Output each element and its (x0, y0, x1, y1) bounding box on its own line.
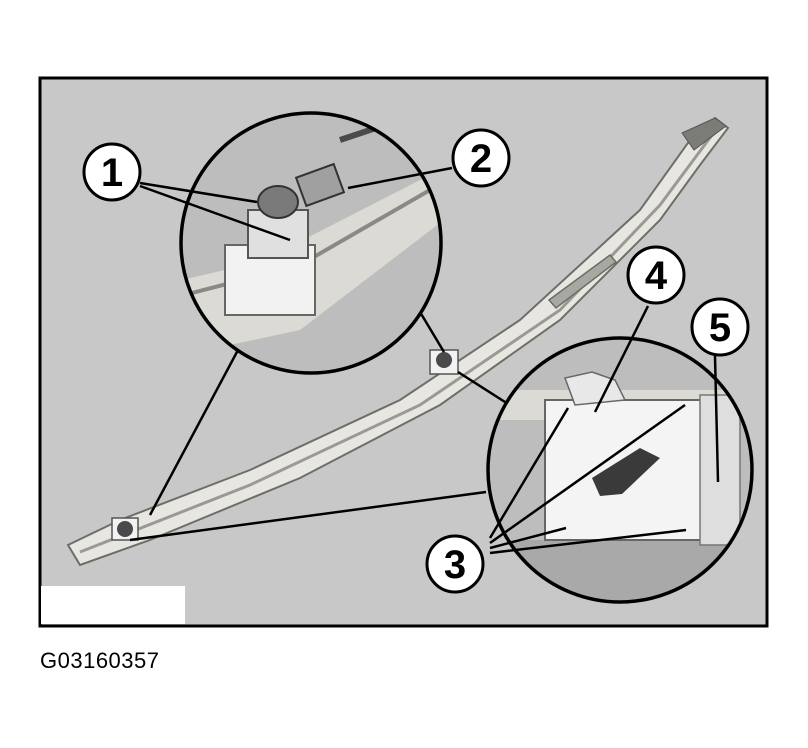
callout-5-label: 5 (709, 306, 731, 350)
callout-1-label: 1 (101, 151, 123, 195)
callout-5: 5 (690, 297, 750, 357)
strip-clip-upper (429, 349, 459, 375)
callout-2-label: 2 (470, 137, 492, 181)
figure-code: G03160357 (40, 648, 160, 673)
callout-4-label: 4 (645, 254, 668, 298)
callout-4: 4 (626, 245, 686, 305)
magnifier-connectors (129, 311, 506, 542)
callout-3: 3 (425, 534, 485, 594)
strip-clip-lower (111, 517, 139, 541)
caption-label-blank (41, 586, 185, 624)
leader-lines (139, 166, 720, 555)
detail-circle-upper (179, 111, 443, 375)
callout-2: 2 (451, 128, 511, 188)
detail-circle-lower (486, 336, 754, 604)
callout-1: 1 (82, 142, 142, 202)
callout-3-label: 3 (444, 543, 466, 587)
